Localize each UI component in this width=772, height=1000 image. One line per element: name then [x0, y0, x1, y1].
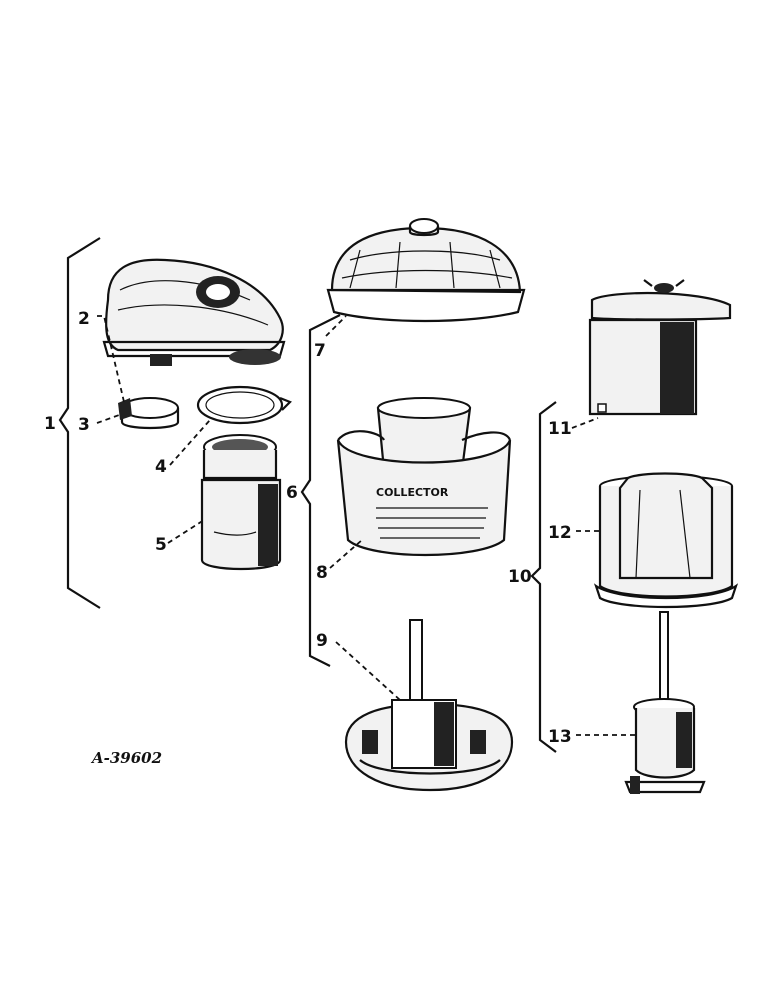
callout-8: 8 [316, 563, 328, 583]
bowl-label-text: COLLECTOR [376, 486, 449, 499]
callout-1: 1 [44, 414, 56, 434]
callout-6: 6 [286, 483, 298, 503]
leader-3 [96, 413, 123, 424]
part-housing [588, 279, 732, 416]
callout-5: 5 [155, 535, 167, 555]
callout-12: 12 [548, 523, 572, 543]
leader-7 [325, 315, 347, 337]
part-jar [200, 434, 282, 571]
leader-5 [167, 519, 205, 544]
leader-9 [335, 641, 401, 701]
leader-4 [169, 419, 211, 466]
leader-11 [571, 417, 599, 429]
callout-10: 10 [508, 567, 532, 587]
leader-8 [329, 539, 363, 569]
callout-4: 4 [155, 457, 167, 477]
leader-2 [97, 315, 125, 403]
callout-2: 2 [78, 309, 90, 329]
callout-9: 9 [316, 631, 328, 651]
part-base-post [344, 619, 514, 792]
group-10-bracket [530, 401, 557, 753]
callout-7: 7 [314, 341, 326, 361]
callout-11: 11 [548, 419, 572, 439]
part-hood-cap [102, 258, 286, 366]
callout-13: 13 [548, 727, 572, 747]
part-clamp [118, 397, 180, 430]
part-gasket [196, 385, 292, 425]
part-collector-bowl: COLLECTOR [336, 397, 512, 557]
part-filter-element [593, 472, 739, 609]
callout-3: 3 [78, 415, 90, 435]
part-cup-post [624, 611, 706, 794]
figure-reference: A-39602 [90, 749, 162, 767]
group-1-bracket [58, 237, 101, 609]
part-dome-cover [326, 218, 526, 323]
group-6-bracket [300, 314, 341, 667]
